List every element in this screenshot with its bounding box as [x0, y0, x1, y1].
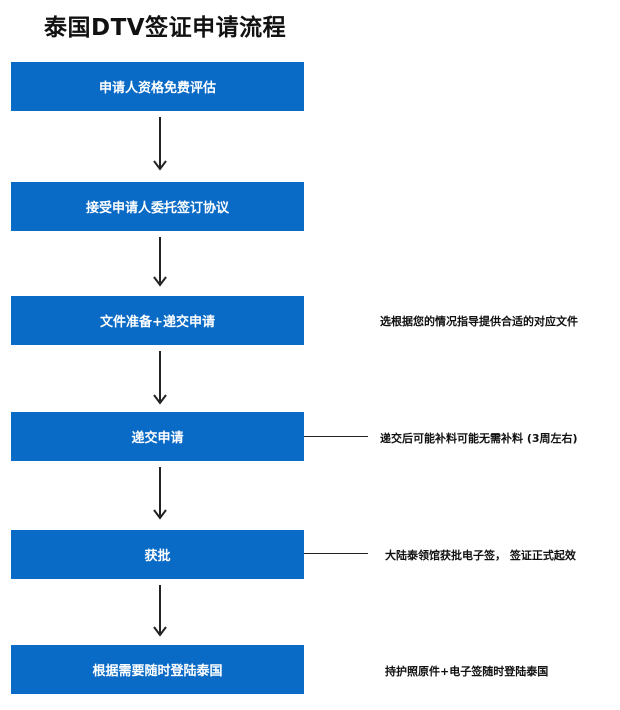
step-label: 接受申请人委托签订协议: [85, 201, 229, 216]
step-label: 根据需要随时登陆泰国: [92, 664, 223, 679]
step-label: 获批: [144, 549, 171, 564]
step-enter-thailand: 根据需要随时登陆泰国: [11, 645, 304, 694]
note-connector: [304, 436, 368, 437]
note-approval: 大陆泰领馆获批电子签， 签证正式起效: [385, 549, 576, 562]
down-arrow-icon: [153, 351, 167, 405]
down-arrow-icon: [153, 467, 167, 520]
step-sign-agreement: 接受申请人委托签订协议: [11, 182, 304, 231]
down-arrow-icon: [153, 585, 167, 637]
step-label: 文件准备+递交申请: [100, 315, 215, 330]
step-label: 递交申请: [131, 431, 184, 446]
down-arrow-icon: [153, 237, 167, 287]
down-arrow-icon: [153, 117, 167, 171]
step-submit-application: 递交申请: [11, 412, 304, 461]
step-approved: 获批: [11, 530, 304, 579]
diagram-title: 泰国DTV签证申请流程: [44, 15, 287, 41]
step-label: 申请人资格免费评估: [98, 81, 216, 96]
step-document-preparation: 文件准备+递交申请: [11, 296, 304, 345]
note-submission: 递交后可能补料可能无需补料 (3周左右): [380, 432, 578, 445]
note-entry: 持护照原件+电子签随时登陆泰国: [385, 665, 549, 678]
note-documents: 选根据您的情况指导提供合适的对应文件: [380, 315, 578, 328]
note-connector: [304, 553, 368, 554]
step-free-assessment: 申请人资格免费评估: [11, 62, 304, 111]
